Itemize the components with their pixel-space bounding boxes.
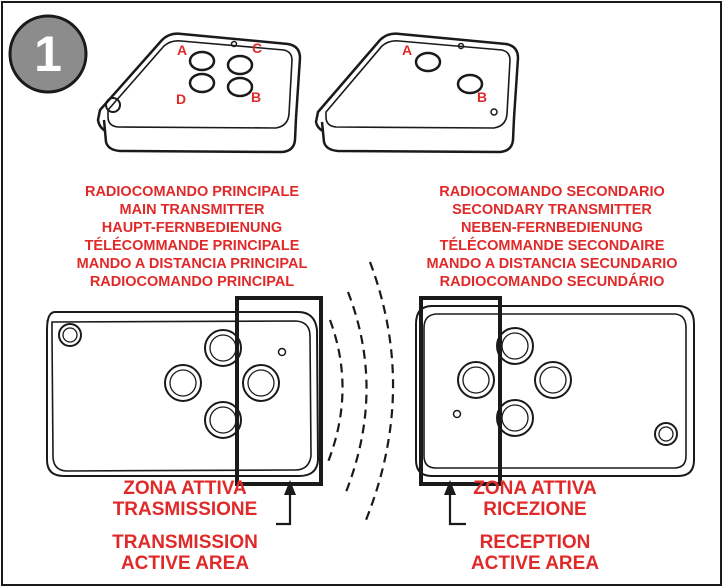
reception-zone-line-2: RICEZIONE [483, 499, 587, 520]
small-remote-main [96, 32, 302, 154]
reception-zone-label-it: ZONA ATTIVA RICEZIONE [460, 478, 610, 520]
reception-arrowhead [444, 480, 456, 495]
secondary-name-es: MANDO A DISTANCIA SECUNDARIO [426, 256, 678, 272]
transmission-en-line-2: ACTIVE AREA [120, 553, 250, 574]
key-label-c: C [252, 40, 263, 56]
step-badge-circle [8, 14, 88, 94]
key-label-secondary-b: B [477, 89, 488, 105]
transmission-zone-line-2: TRASMISSIONE [112, 499, 258, 520]
reception-arrow-icon [448, 494, 466, 526]
secondary-name-en: SECONDARY TRANSMITTER [452, 202, 652, 218]
large-remote-main [46, 311, 320, 477]
small-remote-secondary [314, 32, 520, 154]
transmission-area-box [235, 296, 323, 486]
step-number: 1 [34, 26, 62, 82]
main-name-de: HAUPT-FERNBEDIENUNG [101, 220, 283, 236]
key-label-d: D [176, 91, 187, 107]
transmission-arrowhead [284, 480, 296, 495]
key-label-secondary-a: A [402, 42, 413, 58]
key-label-a: A [177, 42, 188, 58]
secondary-name-de: NEBEN-FERNBEDIENUNG [460, 220, 644, 236]
secondary-name-pt: RADIOCOMANDO SECUNDÁRIO [439, 274, 665, 290]
main-name-fr: TÉLÉCOMMANDE PRINCIPALE [84, 238, 300, 254]
main-name-es: MANDO A DISTANCIA PRINCIPAL [76, 256, 308, 272]
key-label-b: B [251, 89, 262, 105]
secondary-transmitter-names: RADIOCOMANDO SECONDARIO SECONDARY TRANSM… [400, 183, 704, 291]
secondary-name-fr: TÉLÉCOMMANDE SECONDAIRE [439, 238, 665, 254]
reception-area-box [419, 296, 502, 486]
reception-en-line-1: RECEPTION [479, 532, 591, 553]
radio-wave-icon [326, 261, 395, 521]
reception-zone-label-en: RECEPTION ACTIVE AREA [460, 532, 610, 574]
large-remote-secondary [415, 305, 695, 477]
transmission-en-line-1: TRANSMISSION [112, 532, 258, 553]
reception-zone-line-1: ZONA ATTIVA [473, 478, 597, 499]
main-name-it: RADIOCOMANDO PRINCIPALE [84, 184, 299, 200]
main-transmitter-names: RADIOCOMANDO PRINCIPALE MAIN TRANSMITTER… [40, 183, 344, 291]
main-name-pt: RADIOCOMANDO PRINCIPAL [89, 274, 295, 290]
secondary-name-it: RADIOCOMANDO SECONDARIO [439, 184, 665, 200]
transmission-zone-label-en: TRANSMISSION ACTIVE AREA [90, 532, 280, 574]
main-name-en: MAIN TRANSMITTER [119, 202, 265, 218]
transmission-zone-line-1: ZONA ATTIVA [123, 478, 247, 499]
transmission-arrow-icon [276, 494, 292, 526]
reception-en-line-2: ACTIVE AREA [470, 553, 600, 574]
transmission-zone-label-it: ZONA ATTIVA TRASMISSIONE [90, 478, 280, 520]
